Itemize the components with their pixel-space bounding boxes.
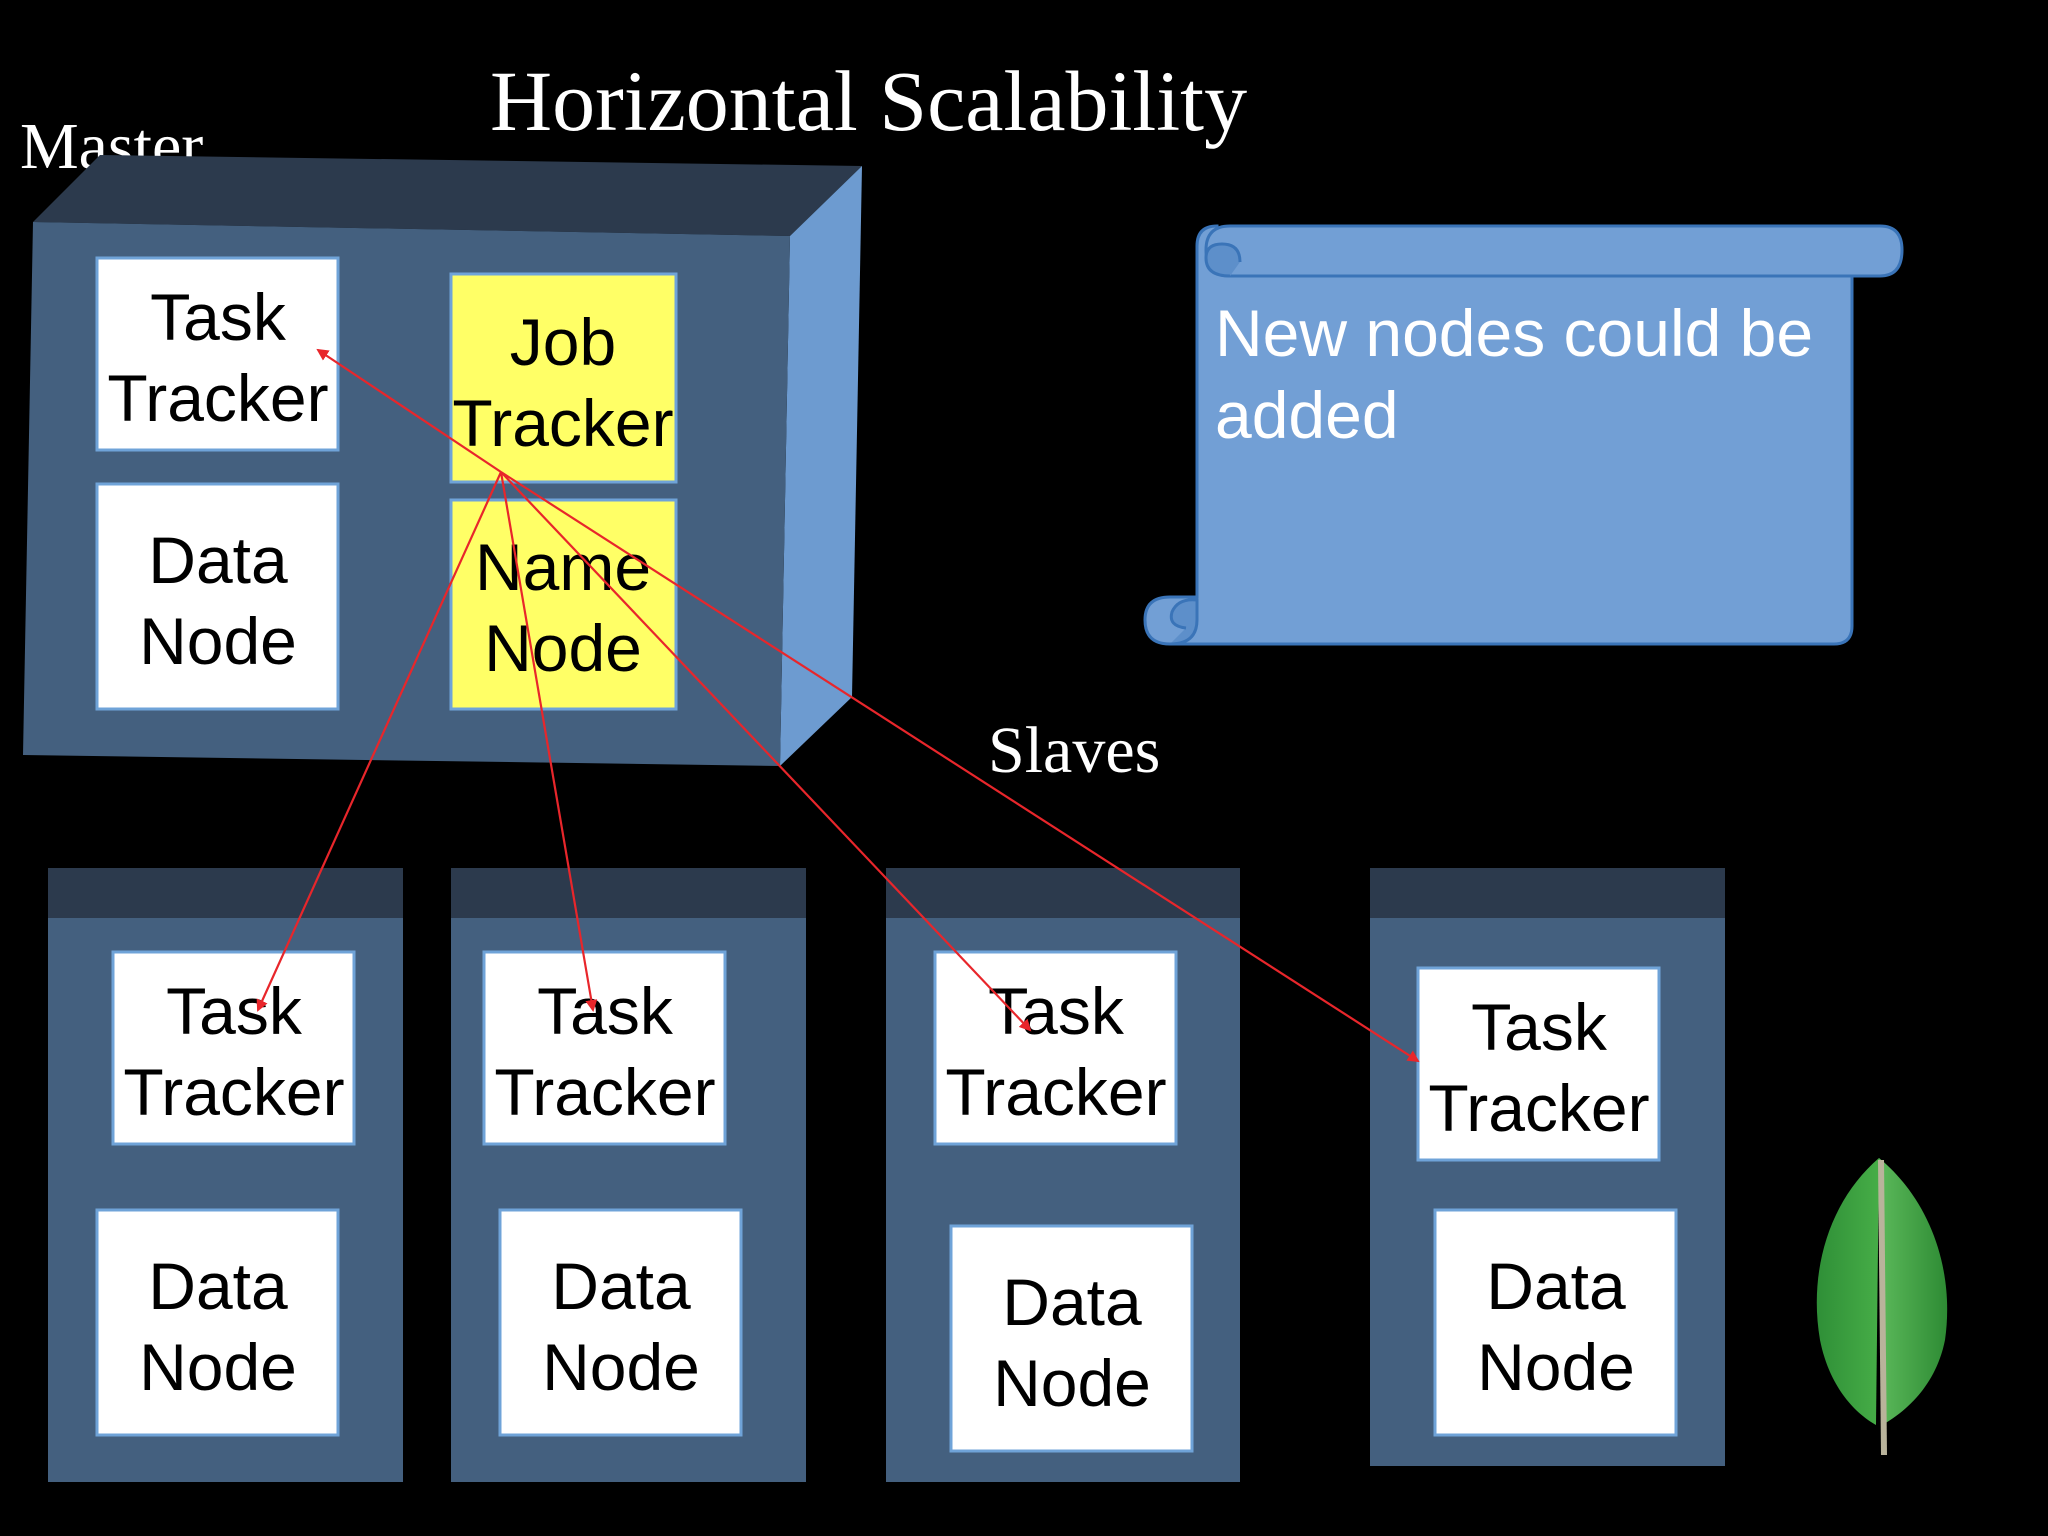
slave-data-node-line1: Data	[1002, 1265, 1142, 1339]
note-scroll-top-roll	[1204, 224, 1904, 278]
arrow-to-master-task-tracker	[316, 348, 502, 473]
master-task-tracker-line1: Task	[150, 280, 287, 354]
slave-task-tracker-line1: Task	[988, 974, 1125, 1048]
slave-task-tracker-line1: Task	[537, 974, 674, 1048]
master-server-top	[33, 155, 862, 236]
slave-data-node-line2: Node	[993, 1346, 1151, 1420]
slave-data-node-line1: Data	[148, 1249, 288, 1323]
master-data-node-line2: Node	[139, 604, 297, 678]
slave-task-tracker-line1: Task	[1471, 990, 1608, 1064]
note-scroll: New nodes could be added	[1143, 224, 1904, 646]
arrow-to-slave-4-task-tracker	[500, 471, 1420, 1063]
master-name-node-line1: Name	[475, 530, 651, 604]
arrow-to-slave-1-task-tracker	[256, 471, 503, 1012]
master-job-tracker: Job Tracker	[449, 272, 678, 484]
slave-server-top	[48, 868, 403, 920]
note-scroll-body	[1143, 224, 1854, 646]
master-data-node-line1: Data	[148, 523, 288, 597]
master-job-tracker-line2: Tracker	[452, 386, 673, 460]
slave-task-tracker-line2: Tracker	[123, 1055, 344, 1129]
slave-data-node-line2: Node	[542, 1330, 700, 1404]
leaf-stem	[1878, 1159, 1887, 1456]
slaves-label: Slaves	[988, 714, 1160, 787]
slave-task-tracker-line1: Task	[166, 974, 303, 1048]
note-text-line2: added	[1215, 378, 1399, 452]
slave-data-node-line2: Node	[139, 1330, 297, 1404]
master-task-tracker: Task Tracker	[95, 256, 340, 452]
job-tracker-arrows	[256, 348, 1420, 1063]
master-server-side	[780, 166, 862, 766]
slave-2-data-node: Data Node	[498, 1208, 743, 1437]
note-scroll-top-curl	[1204, 242, 1242, 278]
slave-data-node-line2: Node	[1477, 1330, 1635, 1404]
green-leaf-logo	[1816, 1158, 1948, 1456]
slave-4-task-tracker: Task Tracker	[1416, 966, 1661, 1162]
slave-3-task-tracker: Task Tracker	[933, 950, 1178, 1146]
slave-task-tracker-line2: Tracker	[1428, 1071, 1649, 1145]
slave-4-data-node: Data Node	[1433, 1208, 1678, 1437]
leaf-left-half	[1816, 1158, 1879, 1425]
slave-server-top	[886, 868, 1240, 920]
master-name-node: Name Node	[449, 498, 678, 711]
arrow-to-slave-2-task-tracker	[499, 471, 598, 1012]
slave-data-node-line1: Data	[1486, 1249, 1626, 1323]
slave-1-task-tracker: Task Tracker	[111, 950, 356, 1146]
slave-server-top	[1370, 868, 1725, 920]
slave-data-node-line1: Data	[551, 1249, 691, 1323]
master-task-tracker-line2: Tracker	[107, 361, 328, 435]
slave-task-tracker-line2: Tracker	[945, 1055, 1166, 1129]
slave-1-data-node: Data Node	[95, 1208, 340, 1437]
slave-2-task-tracker: Task Tracker	[482, 950, 727, 1146]
note-scroll-bottom-curl	[1169, 598, 1199, 646]
master-job-tracker-line1: Job	[510, 305, 616, 379]
page-title: Horizontal Scalability	[490, 53, 1247, 149]
slave-task-tracker-line2: Tracker	[494, 1055, 715, 1129]
master-name-node-line2: Node	[484, 611, 642, 685]
slave-server-top	[451, 868, 806, 920]
arrow-to-slave-3-task-tracker	[500, 471, 1032, 1032]
note-text-line1: New nodes could be	[1215, 296, 1813, 370]
leaf-right-half	[1879, 1158, 1948, 1425]
master-data-node: Data Node	[95, 482, 340, 711]
slave-3-data-node: Data Node	[949, 1224, 1194, 1453]
